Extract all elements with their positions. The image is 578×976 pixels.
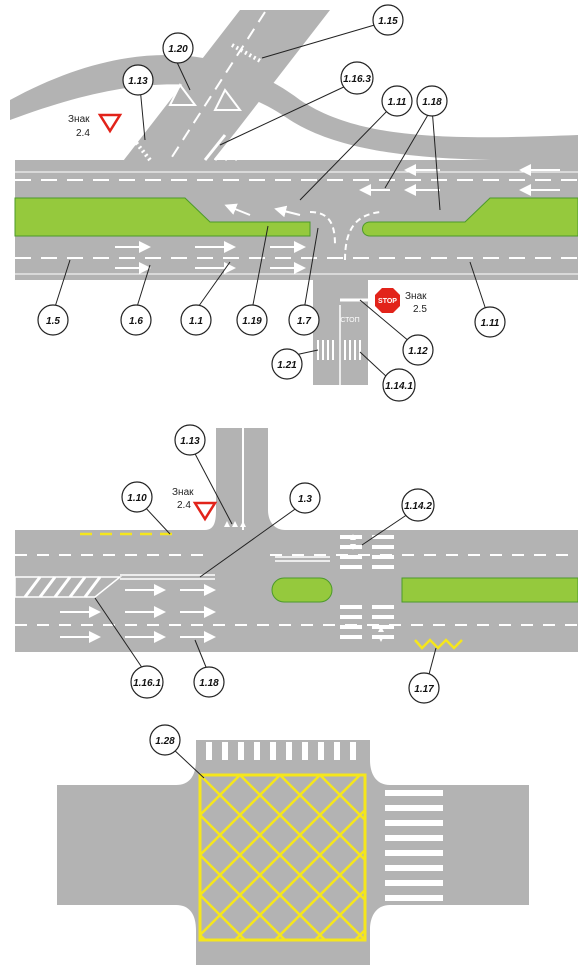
zigzag-1-17 [414, 638, 463, 650]
svg-text:1.13: 1.13 [128, 76, 148, 87]
diagram-top-intersection: СТОП Знак 2.4 STOP Знак 2.5 [10, 4, 578, 402]
road-text-stop: СТОП [340, 317, 359, 324]
badge-1-11-bottom: 1.11 [474, 306, 506, 338]
yield-triangle-icon [97, 113, 123, 134]
badge-1-3: 1.3 [289, 482, 321, 514]
svg-text:1.1: 1.1 [189, 316, 203, 327]
badge-1-1: 1.1 [180, 304, 212, 336]
badge-1-16-3: 1.16.3 [340, 61, 374, 95]
corner-3d [370, 905, 390, 930]
median-island-left [14, 197, 311, 237]
svg-text:1.21: 1.21 [277, 360, 297, 371]
corner-3b [370, 760, 390, 785]
svg-text:1.17: 1.17 [414, 684, 434, 695]
svg-text:1.7: 1.7 [297, 316, 311, 327]
arrows-left-lanes [224, 164, 560, 218]
ramp-road [120, 10, 330, 165]
badge-1-28: 1.28 [149, 724, 181, 756]
svg-text:1.15: 1.15 [378, 16, 398, 27]
island-2-right [401, 577, 578, 603]
svg-text:1.19: 1.19 [242, 316, 262, 327]
svg-text:1.6: 1.6 [129, 316, 143, 327]
badge-1-10: 1.10 [121, 481, 153, 513]
crosswalk-top-3 [206, 742, 356, 760]
badge-1-17: 1.17 [408, 672, 440, 704]
badge-1-6: 1.6 [120, 304, 152, 336]
badge-1-13-d2: 1.13 [174, 424, 206, 456]
badge-1-21: 1.21 [271, 348, 303, 380]
svg-text:1.20: 1.20 [168, 44, 188, 55]
yield-sign-2-4-middle: Знак 2.4 [172, 487, 218, 522]
stop-octagon-icon [375, 288, 400, 313]
svg-text:1.18: 1.18 [199, 678, 219, 689]
callout-lines-d2 [94, 447, 437, 679]
yield-sign-2-4-top: Знак 2.4 [68, 113, 123, 139]
diagram-middle-intersection: Знак 2.4 1.13 1.10 1.3 1.14.2 1.16.1 1.1… [14, 424, 578, 704]
svg-text:1.11: 1.11 [481, 318, 500, 329]
yellow-box-1-28 [198, 773, 367, 942]
ramp-lane-line [169, 11, 266, 161]
svg-text:1.14.1: 1.14.1 [385, 381, 413, 392]
svg-text:2.4: 2.4 [76, 128, 90, 139]
svg-text:1.5: 1.5 [46, 316, 60, 327]
stop-sign-2-5: STOP Знак 2.5 [375, 288, 427, 315]
svg-text:1.10: 1.10 [127, 493, 147, 504]
svg-text:1.18: 1.18 [422, 97, 442, 108]
turn-guide-1-7 [309, 211, 336, 246]
badge-1-18-top: 1.18 [416, 85, 448, 117]
callout-lines-d1 [53, 23, 487, 379]
triangle-marking-2 [213, 88, 242, 111]
svg-text:1.14.2: 1.14.2 [404, 501, 432, 512]
svg-text:1.16.1: 1.16.1 [133, 678, 161, 689]
svg-text:2.4: 2.4 [177, 500, 191, 511]
island-2-left [271, 577, 333, 603]
badge-1-7: 1.7 [288, 304, 320, 336]
yield-line-1-13 [224, 521, 246, 527]
arrows-lanes-2 [60, 584, 216, 643]
curved-road [10, 55, 578, 161]
svg-text:Знак: Знак [405, 291, 427, 302]
triangle-marking-1 [168, 83, 197, 106]
badge-1-18-d2: 1.18 [193, 666, 225, 698]
svg-text:1.16.3: 1.16.3 [343, 74, 371, 85]
crosswalk-1-14-1 [317, 340, 361, 360]
crosswalk-right-3 [385, 790, 443, 901]
yield-triangle-icon [192, 501, 218, 522]
svg-text:1.3: 1.3 [298, 494, 312, 505]
badge-1-12: 1.12 [402, 334, 434, 366]
badge-1-20: 1.20 [162, 32, 194, 64]
badge-1-11-top: 1.11 [381, 85, 413, 117]
corner-3c [176, 905, 196, 930]
diagram-bottom-box-junction: 1.28 [57, 724, 529, 965]
hatch-1-16-1 [23, 576, 102, 598]
svg-text:1.11: 1.11 [388, 97, 407, 108]
callout-line-1-28 [171, 747, 205, 779]
svg-text:STOP: STOP [378, 298, 397, 305]
badge-1-14-2: 1.14.2 [401, 488, 435, 522]
arrows-right-lanes [115, 241, 306, 274]
median-island-right [362, 197, 578, 237]
badge-1-5: 1.5 [37, 304, 69, 336]
crosswalk-1-14-2 [340, 534, 394, 642]
svg-text:Знак: Знак [68, 114, 90, 125]
ramp-edge-1-15 [231, 43, 263, 64]
svg-text:1.13: 1.13 [180, 436, 200, 447]
corner-3a [176, 760, 196, 785]
svg-text:2.5: 2.5 [413, 304, 427, 315]
svg-text:1.12: 1.12 [408, 346, 428, 357]
svg-text:1.28: 1.28 [155, 736, 175, 747]
badge-1-16-1: 1.16.1 [130, 665, 164, 699]
turn-guide-right [344, 211, 381, 261]
badge-1-19: 1.19 [236, 304, 268, 336]
badge-1-13: 1.13 [122, 64, 154, 96]
badge-1-15: 1.15 [372, 4, 404, 36]
badge-1-14-1: 1.14.1 [382, 368, 416, 402]
svg-text:Знак: Знак [172, 487, 194, 498]
ramp-edge-1-13 [128, 133, 152, 162]
corner-left-2 [205, 510, 216, 530]
